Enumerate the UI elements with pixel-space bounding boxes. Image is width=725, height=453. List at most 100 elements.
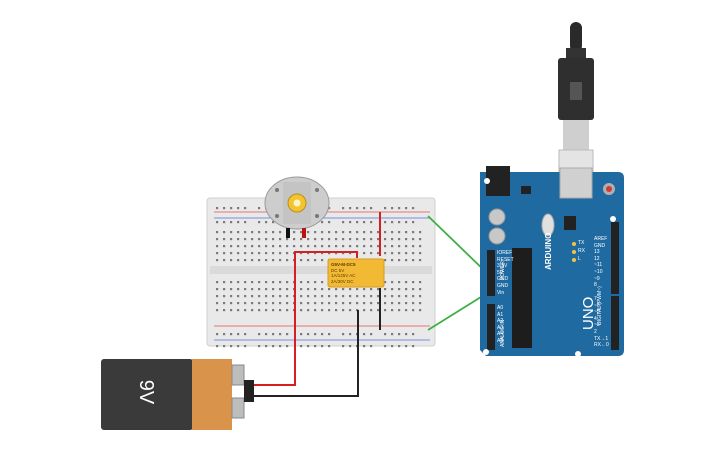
breadboard-hole[interactable] xyxy=(363,333,366,336)
breadboard-hole[interactable] xyxy=(223,302,226,305)
breadboard-hole[interactable] xyxy=(307,333,310,336)
breadboard-hole[interactable] xyxy=(314,231,317,234)
breadboard-hole[interactable] xyxy=(398,252,401,255)
breadboard-hole[interactable] xyxy=(293,238,296,241)
breadboard-hole[interactable] xyxy=(391,231,394,234)
breadboard-hole[interactable] xyxy=(272,295,275,298)
breadboard-hole[interactable] xyxy=(370,221,373,224)
breadboard-hole[interactable] xyxy=(244,345,247,348)
breadboard-hole[interactable] xyxy=(384,345,387,348)
breadboard-hole[interactable] xyxy=(335,288,338,291)
breadboard-hole[interactable] xyxy=(349,221,352,224)
breadboard-hole[interactable] xyxy=(314,333,317,336)
breadboard-hole[interactable] xyxy=(223,221,226,224)
breadboard-hole[interactable] xyxy=(223,207,226,210)
breadboard-hole[interactable] xyxy=(321,333,324,336)
breadboard-hole[interactable] xyxy=(286,281,289,284)
breadboard-hole[interactable] xyxy=(398,288,401,291)
breadboard-hole[interactable] xyxy=(384,302,387,305)
breadboard-hole[interactable] xyxy=(244,281,247,284)
breadboard-hole[interactable] xyxy=(258,288,261,291)
breadboard-hole[interactable] xyxy=(265,231,268,234)
breadboard-hole[interactable] xyxy=(307,302,310,305)
breadboard-hole[interactable] xyxy=(419,252,422,255)
breadboard-hole[interactable] xyxy=(412,259,415,262)
breadboard-hole[interactable] xyxy=(349,252,352,255)
breadboard-hole[interactable] xyxy=(370,288,373,291)
breadboard-hole[interactable] xyxy=(244,259,247,262)
breadboard-hole[interactable] xyxy=(363,295,366,298)
breadboard-hole[interactable] xyxy=(244,302,247,305)
breadboard-hole[interactable] xyxy=(419,238,422,241)
breadboard-hole[interactable] xyxy=(370,345,373,348)
breadboard-hole[interactable] xyxy=(398,245,401,248)
breadboard-hole[interactable] xyxy=(272,333,275,336)
breadboard-hole[interactable] xyxy=(328,231,331,234)
breadboard-hole[interactable] xyxy=(412,231,415,234)
breadboard-hole[interactable] xyxy=(216,345,219,348)
breadboard-hole[interactable] xyxy=(405,345,408,348)
breadboard-hole[interactable] xyxy=(321,245,324,248)
breadboard-hole[interactable] xyxy=(307,309,310,312)
breadboard-hole[interactable] xyxy=(300,288,303,291)
breadboard-hole[interactable] xyxy=(307,245,310,248)
breadboard-hole[interactable] xyxy=(391,238,394,241)
breadboard-hole[interactable] xyxy=(419,302,422,305)
breadboard-hole[interactable] xyxy=(300,252,303,255)
breadboard-hole[interactable] xyxy=(335,309,338,312)
breadboard-hole[interactable] xyxy=(216,221,219,224)
breadboard-hole[interactable] xyxy=(300,345,303,348)
breadboard-hole[interactable] xyxy=(356,231,359,234)
breadboard-hole[interactable] xyxy=(412,252,415,255)
breadboard-hole[interactable] xyxy=(265,288,268,291)
breadboard-hole[interactable] xyxy=(342,302,345,305)
breadboard-hole[interactable] xyxy=(251,238,254,241)
breadboard-hole[interactable] xyxy=(230,288,233,291)
breadboard-hole[interactable] xyxy=(412,288,415,291)
breadboard-hole[interactable] xyxy=(342,333,345,336)
breadboard-hole[interactable] xyxy=(349,245,352,248)
breadboard-hole[interactable] xyxy=(405,252,408,255)
breadboard-hole[interactable] xyxy=(328,309,331,312)
breadboard-hole[interactable] xyxy=(223,333,226,336)
breadboard-hole[interactable] xyxy=(230,221,233,224)
breadboard-hole[interactable] xyxy=(342,295,345,298)
breadboard-hole[interactable] xyxy=(300,295,303,298)
breadboard-hole[interactable] xyxy=(391,309,394,312)
breadboard-hole[interactable] xyxy=(398,221,401,224)
breadboard-hole[interactable] xyxy=(293,231,296,234)
breadboard-hole[interactable] xyxy=(230,309,233,312)
breadboard-hole[interactable] xyxy=(223,231,226,234)
breadboard-hole[interactable] xyxy=(391,245,394,248)
breadboard-hole[interactable] xyxy=(412,221,415,224)
breadboard-hole[interactable] xyxy=(237,345,240,348)
breadboard-hole[interactable] xyxy=(377,295,380,298)
breadboard-hole[interactable] xyxy=(384,207,387,210)
breadboard-hole[interactable] xyxy=(237,238,240,241)
breadboard-hole[interactable] xyxy=(279,309,282,312)
breadboard-hole[interactable] xyxy=(272,309,275,312)
breadboard-hole[interactable] xyxy=(321,302,324,305)
breadboard-hole[interactable] xyxy=(265,238,268,241)
breadboard-hole[interactable] xyxy=(398,259,401,262)
breadboard-hole[interactable] xyxy=(258,207,261,210)
breadboard-hole[interactable] xyxy=(398,238,401,241)
breadboard-hole[interactable] xyxy=(349,238,352,241)
breadboard-hole[interactable] xyxy=(216,302,219,305)
breadboard-hole[interactable] xyxy=(251,259,254,262)
breadboard-hole[interactable] xyxy=(258,333,261,336)
breadboard-hole[interactable] xyxy=(314,309,317,312)
breadboard-hole[interactable] xyxy=(356,295,359,298)
breadboard-hole[interactable] xyxy=(251,288,254,291)
breadboard-hole[interactable] xyxy=(398,231,401,234)
breadboard-hole[interactable] xyxy=(377,238,380,241)
breadboard-hole[interactable] xyxy=(265,252,268,255)
breadboard-hole[interactable] xyxy=(363,207,366,210)
breadboard-hole[interactable] xyxy=(307,295,310,298)
breadboard-hole[interactable] xyxy=(412,333,415,336)
breadboard-hole[interactable] xyxy=(300,231,303,234)
breadboard-hole[interactable] xyxy=(258,259,261,262)
breadboard-hole[interactable] xyxy=(272,259,275,262)
breadboard-hole[interactable] xyxy=(363,231,366,234)
breadboard-hole[interactable] xyxy=(370,333,373,336)
